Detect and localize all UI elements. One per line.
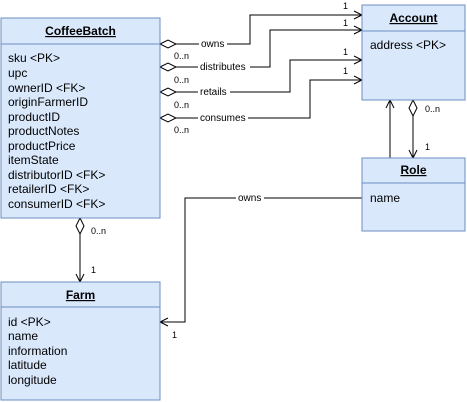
attr-farm-longitude: longitude [8,373,57,387]
svg-text:consumes: consumes [200,113,246,124]
attr-product-id: productID [8,110,60,124]
label-farm-owns: owns [236,191,264,204]
entity-role-title: Role [400,163,426,177]
label-consumes: consumes [198,111,248,124]
attr-owner-id: ownerID <FK> [8,81,85,95]
attr-product-notes: productNotes [8,124,79,138]
diamond-account-role [408,98,418,118]
label-retails: retails [198,85,230,98]
svg-text:distributes: distributes [200,62,246,73]
attr-sku: sku <PK> [8,51,60,65]
entity-account-title: Account [390,11,438,25]
connector-farm-owns[interactable] [160,100,391,323]
attr-address: address <PK> [370,38,446,52]
entity-role[interactable]: Role name [361,157,466,232]
attr-farm-information: information [8,344,67,358]
attr-upc: upc [8,66,27,80]
card-account-role-from: 0..n [425,104,440,114]
entity-farm-title: Farm [66,288,95,302]
attr-item-state: itemState [8,153,59,167]
card-retails-from: 0..n [174,100,189,110]
diamond-batch-farm [75,216,85,236]
attr-farm-id: id <PK> [8,315,51,329]
attr-product-price: productPrice [8,139,76,153]
diamond-owns [158,39,178,49]
attr-origin-farmer-id: originFarmerID [8,95,88,109]
entity-coffee-batch[interactable]: CoffeeBatch sku <PK> upc ownerID <FK> or… [0,17,161,219]
card-farm-owns-from: 1 [172,330,177,340]
svg-text:retails: retails [200,87,227,98]
svg-text:owns: owns [238,193,261,204]
label-owns: owns [199,37,227,50]
diamond-retails [158,87,178,97]
entity-coffee-batch-title: CoffeeBatch [45,24,116,38]
card-account-role-to: 1 [425,142,430,152]
entity-account[interactable]: Account address <PK> [361,4,466,101]
card-retails-to: 1 [343,47,348,57]
attr-role-name: name [370,191,400,205]
entity-farm[interactable]: Farm id <PK> name information latitude l… [0,281,161,401]
card-batch-farm-from: 0..n [91,226,106,236]
card-consumes-to: 1 [343,66,348,76]
attr-retailer-id: retailerID <FK> [8,182,89,196]
card-distributes-to: 1 [343,18,348,28]
attr-consumer-id: consumerID <FK> [8,197,105,211]
card-batch-farm-to: 1 [91,265,96,275]
label-distributes: distributes [198,60,250,73]
svg-text:owns: owns [201,39,224,50]
diamond-consumes [158,113,178,123]
attr-farm-name: name [8,329,38,343]
card-owns-to: 1 [343,1,348,11]
card-distributes-from: 0..n [174,75,189,85]
attr-farm-latitude: latitude [8,358,47,372]
card-owns-from: 0..n [174,51,189,61]
diamond-distributes [158,62,178,72]
connector-retails[interactable] [176,59,362,93]
card-consumes-from: 0..n [174,125,189,135]
attr-distributor-id: distributorID <FK> [8,168,105,182]
